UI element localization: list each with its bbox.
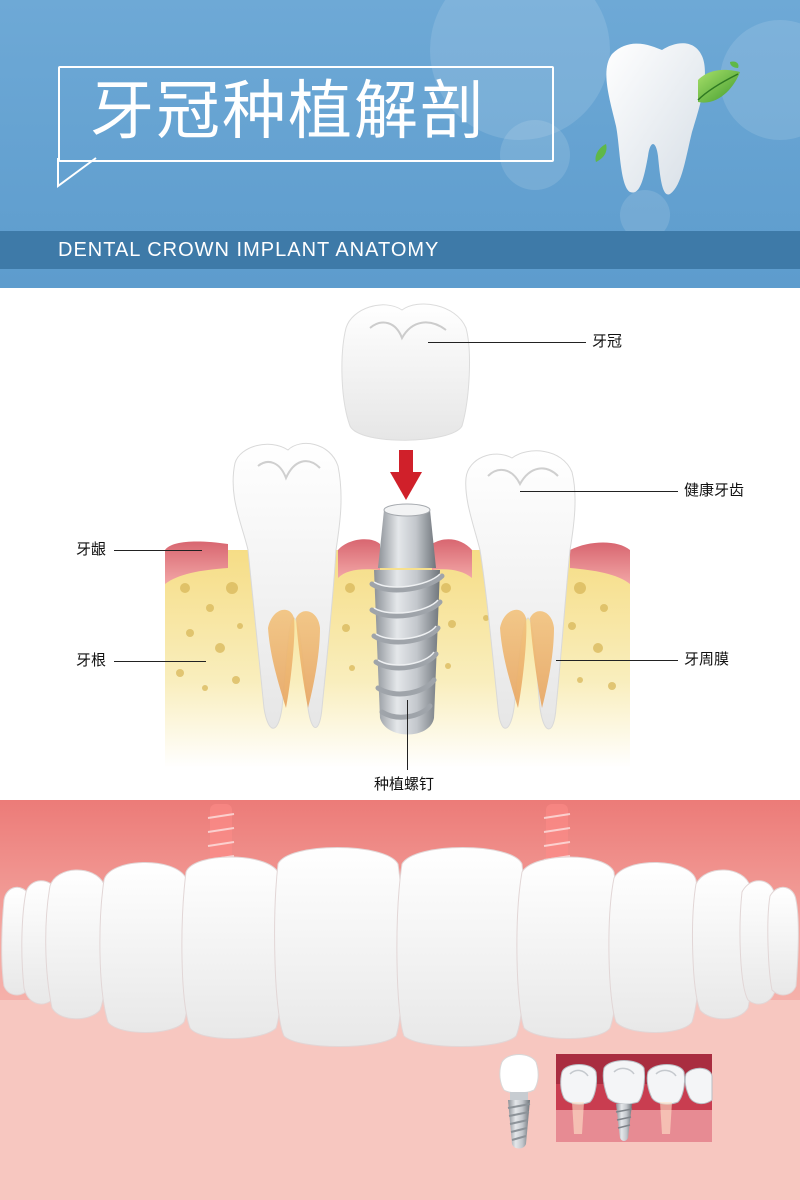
tooth-leaf-icon <box>595 43 740 195</box>
label-crown: 牙冠 <box>592 332 623 350</box>
single-implant-inset <box>499 1054 539 1149</box>
crown-leader-line <box>428 342 586 343</box>
page-title: 牙冠种植解剖 <box>90 75 486 149</box>
decor-bubble <box>430 0 610 140</box>
label-implant-screw: 种植螺钉 <box>374 775 435 793</box>
title-frame <box>58 66 554 162</box>
label-root: 牙根 <box>76 651 107 669</box>
subtitle-bar <box>0 231 800 269</box>
implant-in-jaw-inset <box>556 1054 713 1142</box>
upper-arch-illustration <box>0 800 800 1200</box>
screw-leader-line <box>407 700 408 770</box>
healthy-tooth-leader-line <box>520 491 678 492</box>
label-periodontal: 牙周膜 <box>684 650 730 668</box>
implant-anatomy-diagram <box>165 303 630 768</box>
title-frame-tail <box>57 157 97 188</box>
header-banner: 牙冠种植解剖 DENTAL CROWN IMPLANT ANATOMY <box>0 0 800 288</box>
gum-leader-line <box>114 550 202 551</box>
down-arrow-icon <box>390 450 422 500</box>
label-healthy-tooth: 健康牙齿 <box>684 481 745 499</box>
root-leader-line <box>114 661 206 662</box>
periodontal-leader-line <box>556 660 678 661</box>
page-subtitle: DENTAL CROWN IMPLANT ANATOMY <box>58 239 440 261</box>
label-gum: 牙龈 <box>76 540 107 558</box>
decor-bubble <box>500 120 570 190</box>
